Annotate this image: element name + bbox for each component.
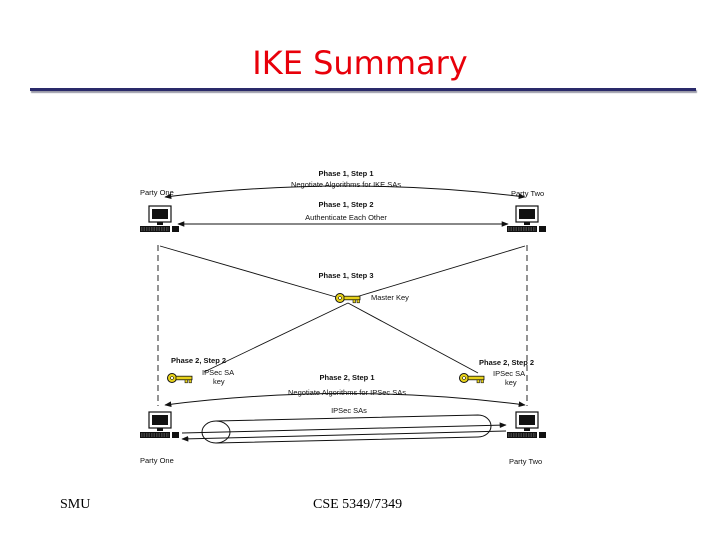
- ipsec-sa-right-line1: IPSec SA: [493, 369, 525, 378]
- master-key-icon: [335, 293, 361, 304]
- party-two-computer-top: [506, 205, 547, 233]
- party-one-to-master-key-line: [159, 245, 337, 298]
- phase2-step1-title: Phase 2, Step 1: [319, 373, 374, 382]
- ipsec-tunnel: [181, 414, 507, 444]
- phase1-step2-title: Phase 1, Step 2: [318, 200, 373, 209]
- slide-title: IKE Summary: [252, 44, 468, 82]
- phase1-step1-desc: Negotiate Algorithms for IKE SAs: [291, 180, 401, 189]
- phase2-step2-left-title: Phase 2, Step 2: [171, 356, 226, 365]
- ipsec-sas-label: IPSec SAs: [331, 406, 367, 415]
- party-one-computer-bottom: [139, 411, 180, 439]
- left-ipsec-key-icon: [167, 373, 193, 384]
- phase2-step1-arrow: [164, 393, 526, 407]
- party-two-bottom-label: Party Two: [509, 457, 542, 466]
- party-one-computer-top: [139, 205, 180, 233]
- ipsec-sa-right-line2: key: [505, 378, 517, 387]
- right-ipsec-key-icon: [459, 373, 485, 384]
- phase2-step1-desc: Negotiate Algorithms for IPSec SAs: [288, 388, 406, 397]
- footer-center: CSE 5349/7349: [313, 497, 403, 512]
- phase1-step2-desc: Authenticate Each Other: [305, 213, 387, 222]
- party-one-bottom-label: Party One: [140, 456, 174, 465]
- footer-left: SMU: [60, 497, 91, 512]
- title-underline: [30, 88, 696, 91]
- phase1-step1-arrow: [164, 185, 526, 200]
- phase1-step1-title: Phase 1, Step 1: [318, 169, 373, 178]
- ipsec-sa-left-line1: IPSec SA: [202, 368, 234, 377]
- party-two-top-label: Party Two: [511, 189, 544, 198]
- master-key-to-left-sa-line: [203, 302, 349, 373]
- party-two-computer-bottom: [506, 411, 547, 439]
- phase2-step2-right-title: Phase 2, Step 2: [479, 358, 534, 367]
- phase1-step3-title: Phase 1, Step 3: [318, 271, 373, 280]
- party-one-top-label: Party One: [140, 188, 174, 197]
- ipsec-sa-left-line2: key: [213, 377, 225, 386]
- party-two-to-master-key-line: [355, 245, 526, 298]
- master-key-label: Master Key: [371, 293, 409, 302]
- master-key-to-right-sa-line: [347, 302, 479, 374]
